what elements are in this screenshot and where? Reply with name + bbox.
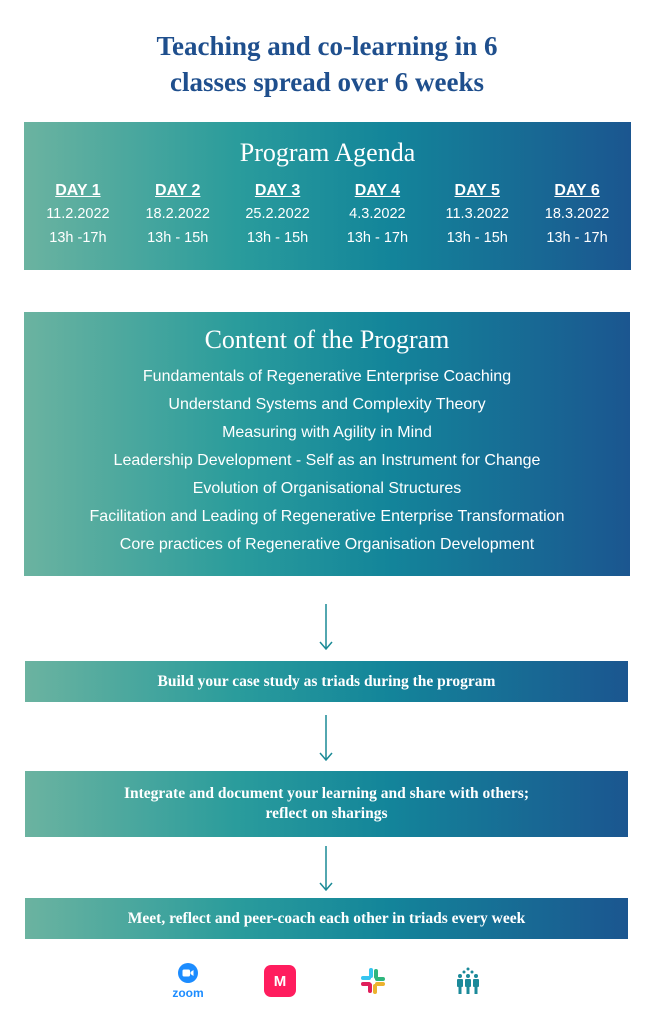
zoom-icon: zoom xyxy=(168,963,208,999)
arrow-down-icon xyxy=(319,846,333,891)
page-title: Teaching and co-learning in 6 classes sp… xyxy=(156,31,498,97)
step-peer-coach: Meet, reflect and peer-coach each other … xyxy=(25,898,628,939)
content-item: Facilitation and Leading of Regenerative… xyxy=(89,508,565,525)
content-item: Fundamentals of Regenerative Enterprise … xyxy=(142,368,512,385)
content-item: Core practices of Regenerative Organisat… xyxy=(119,536,535,553)
program-content: Content of the Program Fundamentals of R… xyxy=(24,312,630,576)
arrow-down-icon xyxy=(319,715,333,761)
arrow-down-icon xyxy=(319,604,333,650)
content-item: Measuring with Agility in Mind xyxy=(222,424,432,441)
content-item: Leadership Development - Self as an Inst… xyxy=(113,452,541,469)
content-heading: Content of the Program xyxy=(204,325,450,354)
miro-icon: M xyxy=(264,965,296,997)
slack-icon xyxy=(361,968,385,994)
team-icon xyxy=(457,967,479,994)
agenda-heading: Program Agenda xyxy=(239,138,416,167)
content-item: Evolution of Organisational Structures xyxy=(192,480,462,497)
step-integrate: Integrate and document your learning and… xyxy=(25,771,628,837)
content-item: Understand Systems and Complexity Theory xyxy=(168,396,486,413)
step-case-study: Build your case study as triads during t… xyxy=(25,661,628,702)
